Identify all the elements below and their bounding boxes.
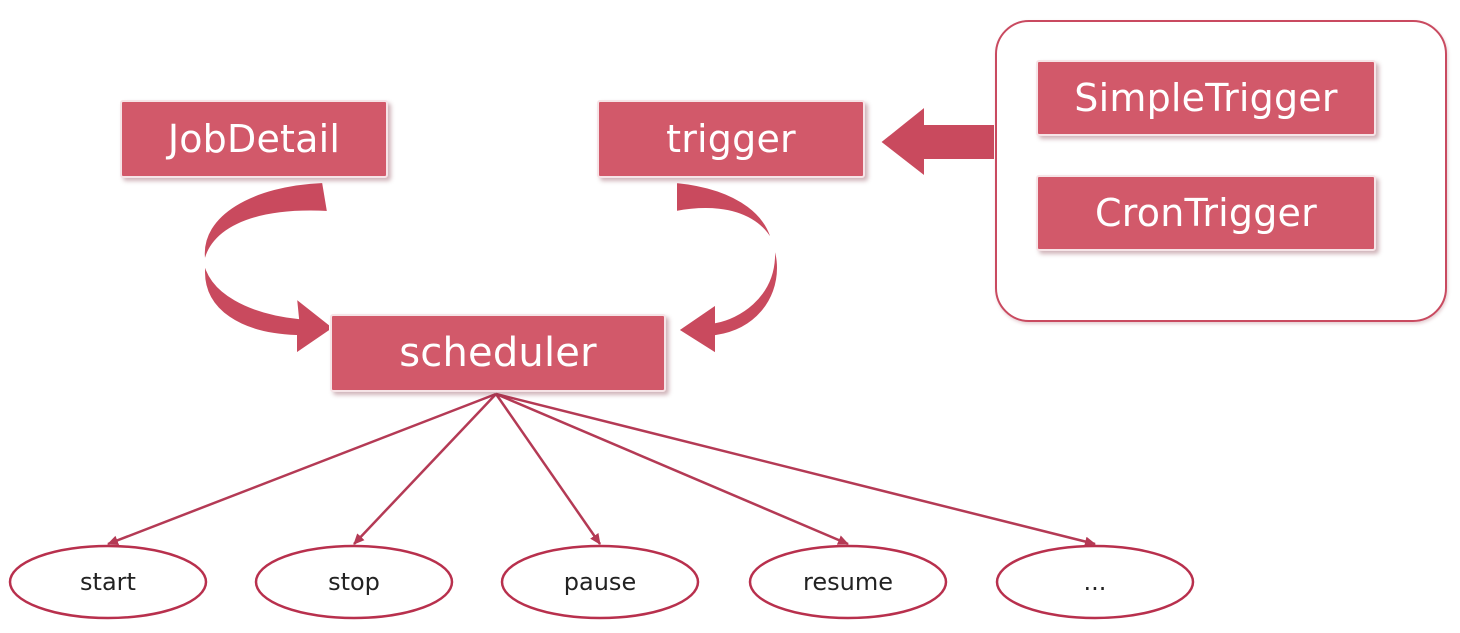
link-to-more bbox=[495, 392, 1096, 547]
link-to-pause bbox=[494, 393, 602, 545]
link-to-start bbox=[107, 392, 497, 546]
cron-trigger-box: CronTrigger bbox=[1036, 175, 1376, 251]
trigger-types-to-trigger-arrow bbox=[878, 103, 996, 180]
scheduler-box: scheduler bbox=[330, 314, 666, 392]
jobdetail-to-scheduler-arrow bbox=[202, 180, 336, 356]
scheduler-operation-links bbox=[107, 392, 1096, 547]
jobdetail-box: JobDetail bbox=[120, 100, 388, 178]
operation-start: start bbox=[80, 568, 136, 596]
trigger-to-scheduler-arrow bbox=[675, 180, 780, 356]
trigger-box: trigger bbox=[597, 100, 865, 178]
ellipse-resume bbox=[748, 544, 948, 620]
operation-pause: pause bbox=[563, 568, 637, 596]
operation-resume: resume bbox=[803, 568, 893, 596]
simple-trigger-box: SimpleTrigger bbox=[1036, 60, 1376, 136]
operation-ellipses bbox=[8, 544, 1195, 620]
link-to-stop bbox=[353, 393, 497, 545]
operation-more: ... bbox=[1083, 568, 1107, 596]
ellipse-start bbox=[8, 544, 208, 620]
ellipse-pause bbox=[500, 544, 700, 620]
link-to-resume bbox=[495, 392, 849, 546]
operation-stop: stop bbox=[328, 568, 380, 596]
ellipse-stop bbox=[254, 544, 454, 620]
ellipse-more bbox=[995, 544, 1195, 620]
